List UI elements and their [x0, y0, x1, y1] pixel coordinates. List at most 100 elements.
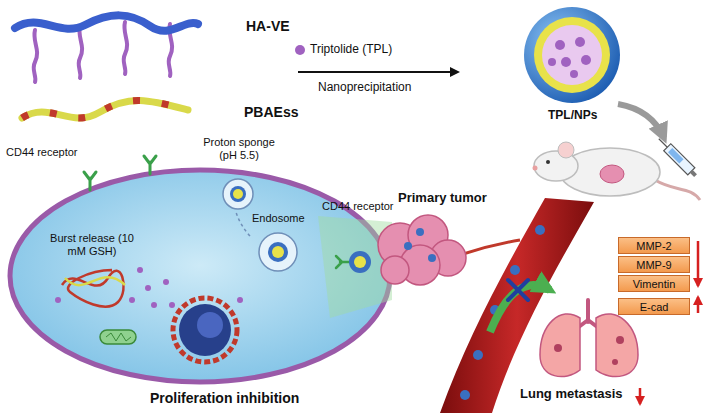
- blood-vessel-part: [535, 225, 545, 235]
- ha-ve-polymer-part: [79, 26, 83, 78]
- syringe-part: [664, 144, 695, 175]
- label-text: Proliferation inhibition: [150, 390, 299, 407]
- zoom-wedge-part: [354, 256, 366, 268]
- blocked-metastasis-arrow: [490, 280, 550, 332]
- marker-text: E-cad: [640, 301, 669, 313]
- burst-release-part: [62, 270, 124, 307]
- label-text: CD44 receptor: [322, 200, 394, 213]
- primary-tumor-part: [381, 256, 409, 284]
- burst-release-part: [137, 267, 143, 273]
- syringe-part: [690, 170, 697, 177]
- marker-box: Vimentin: [618, 275, 690, 292]
- marker-text: Vimentin: [633, 278, 676, 290]
- marker-text: MMP-2: [636, 240, 671, 252]
- primary-tumor: [378, 215, 466, 285]
- ha-ve-polymer-part: [15, 15, 198, 30]
- decrease-arrow: [640, 388, 641, 404]
- burst-release: [55, 267, 169, 308]
- blocked-metastasis-arrow-part: [508, 280, 528, 300]
- nucleus-part: [237, 297, 243, 303]
- burst-release-part: [55, 297, 61, 303]
- syringe-part: [659, 139, 667, 147]
- lungs-part: [540, 314, 580, 377]
- nanoparticle-sphere-part: [575, 37, 585, 47]
- mouse-part: [655, 180, 700, 200]
- label-text: Triptolide (TPL): [310, 42, 392, 56]
- nucleus-part: [179, 304, 231, 356]
- nanoparticle-sphere-part: [570, 70, 578, 78]
- ha-ve-polymer: [15, 15, 198, 82]
- syringe-part: [668, 148, 684, 164]
- lungs-part: [554, 344, 562, 352]
- pbaess-polymer-part: [22, 100, 188, 118]
- burst-release-part: [65, 277, 125, 285]
- primary-tumor-part: [416, 228, 424, 236]
- nucleus-part: [169, 302, 175, 308]
- zoom-wedge-part: [349, 251, 371, 273]
- nanoprecipitation-arrow-part: [298, 71, 458, 73]
- zoom-wedge-part: [336, 256, 350, 268]
- marker-change-arrows-part: [697, 241, 700, 286]
- mouse-part: [600, 165, 624, 183]
- nanoparticle-sphere-part: [561, 57, 571, 67]
- label-text: Nanoprecipitation: [318, 80, 411, 94]
- proton-sponge-endosome-part: [223, 179, 253, 209]
- mouse-part: [546, 160, 550, 164]
- blood-vessel-part: [473, 350, 483, 360]
- pbaess-polymer-part: [22, 100, 188, 118]
- blood-vessel: [440, 198, 594, 413]
- endosome-part: [236, 212, 250, 236]
- cell-part: [144, 156, 156, 174]
- nanoparticle-sphere-part: [581, 55, 591, 65]
- label-text: HA-VE: [246, 18, 290, 35]
- primary-tumor-part: [428, 254, 436, 262]
- nanoparticle-sphere-part: [555, 40, 565, 50]
- lungs-part: [596, 314, 638, 377]
- label-text: Primary tumor: [398, 190, 487, 206]
- burst-release-part: [129, 297, 135, 303]
- nanoparticle-sphere: [524, 7, 620, 103]
- syringe: [655, 135, 699, 179]
- proton-sponge-endosome: [223, 179, 253, 209]
- cell-part: [84, 172, 96, 190]
- label-text: TPL/NPs: [548, 108, 597, 122]
- label-text: PBAEss: [244, 104, 298, 121]
- proton-sponge-endosome-part: [233, 189, 243, 199]
- label-text: Endosome: [252, 212, 305, 225]
- marker-text: MMP-9: [636, 259, 671, 271]
- mouse-part: [533, 166, 538, 171]
- injection-arrow-part: [618, 104, 664, 138]
- nanoprecipitation-arrow-part: [295, 45, 305, 55]
- label-text: Proton sponge (pH 5.5): [196, 136, 282, 162]
- mitochondrion-part: [100, 330, 136, 344]
- marker-box: MMP-2: [618, 237, 690, 254]
- burst-release-part: [163, 279, 169, 285]
- ha-ve-polymer-part: [124, 22, 128, 74]
- nanoparticle-sphere-part: [534, 17, 610, 93]
- lungs-part: [616, 336, 624, 344]
- nanoparticle-sphere-part: [542, 25, 602, 85]
- lungs-part: [612, 359, 618, 365]
- blood-vessel-part: [460, 240, 520, 255]
- endosome-part: [268, 242, 288, 262]
- nucleus-part: [197, 312, 223, 338]
- blood-vessel-part: [440, 198, 594, 413]
- mouse: [533, 142, 701, 200]
- marker-change-arrows-part: [697, 297, 700, 313]
- mitochondrion-part: [106, 333, 131, 341]
- nanoparticle-sphere-part: [524, 7, 620, 103]
- decrease-arrow-part: [639, 388, 642, 404]
- burst-release-part: [151, 302, 157, 308]
- endosome-part: [272, 246, 284, 258]
- label-text: Burst release (10 mM GSH): [50, 232, 134, 258]
- mitochondrion: [100, 330, 136, 344]
- mouse-part: [558, 142, 574, 158]
- label-text: CD44 receptor: [6, 146, 78, 159]
- blood-vessel-part: [460, 390, 470, 400]
- injection-arrow: [618, 104, 664, 138]
- nanoparticle-sphere-part: [548, 58, 556, 66]
- label-text: Lung metastasis: [520, 386, 623, 402]
- proton-sponge-endosome-part: [230, 186, 246, 202]
- pbaess-polymer: [22, 100, 188, 118]
